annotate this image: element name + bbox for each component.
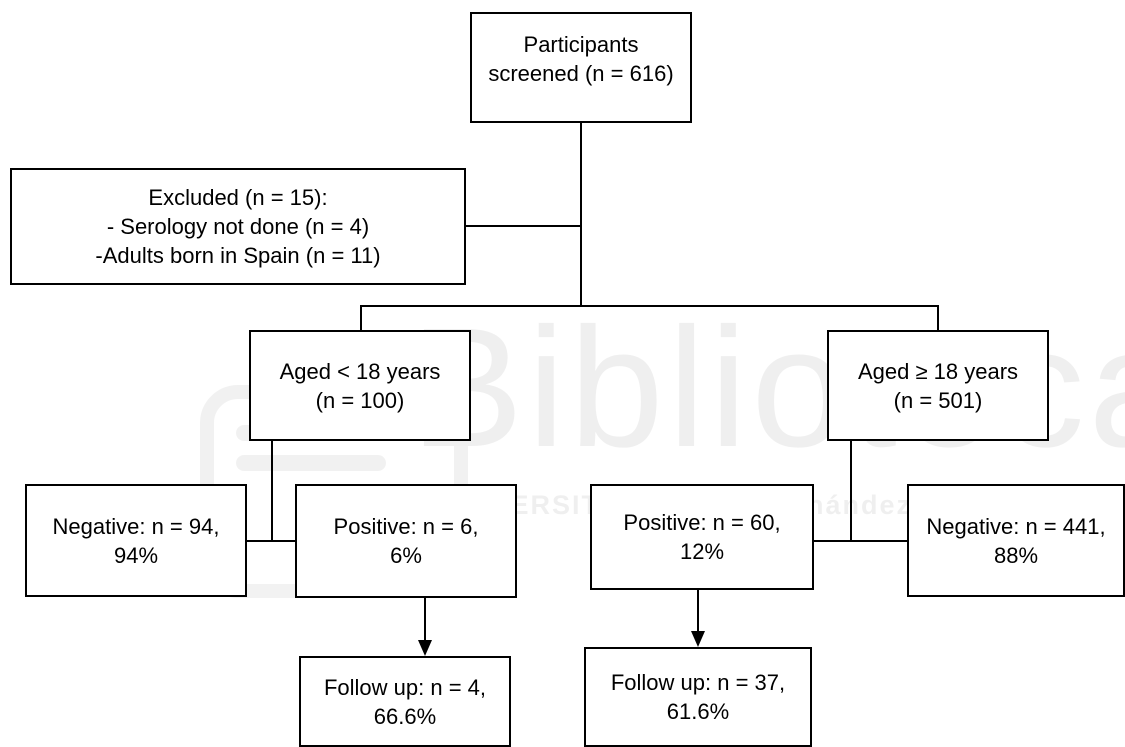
node-text-line: (n = 100) (315, 387, 405, 413)
node-follow-up-under-18: Follow up: n = 4, 66.6% (299, 656, 511, 747)
node-text-line: Follow up: n = 4, (323, 674, 487, 700)
node-text-line: Participants (523, 32, 639, 57)
connector-under-results (247, 540, 297, 542)
connector-under-down (271, 440, 273, 542)
connector-age-split (360, 305, 939, 307)
node-text-line: Excluded (n = 15): (148, 185, 328, 210)
connector-trunk (580, 122, 582, 306)
node-negative-under-18: Negative: n = 94, 94% (25, 484, 247, 597)
node-text-line: Negative: n = 441, (926, 513, 1106, 539)
arrow-under-shaft (424, 598, 426, 642)
node-aged-over-18: Aged ≥ 18 years (n = 501) (827, 330, 1049, 441)
node-text-line: 6% (390, 543, 422, 568)
connector-to-over (937, 305, 939, 332)
node-excluded: Excluded (n = 15): - Serology not done (… (10, 168, 466, 285)
node-text-line: Negative: n = 94, (52, 513, 220, 539)
node-text-line: - Serology not done (n = 4) (106, 214, 370, 239)
connector-over-down (850, 440, 852, 542)
node-aged-under-18: Aged < 18 years (n = 100) (249, 330, 471, 441)
node-positive-under-18: Positive: n = 6, 6% (295, 484, 517, 598)
node-text-line: -Adults born in Spain (n = 11) (95, 243, 381, 268)
connector-to-under (360, 305, 362, 332)
node-positive-over-18: Positive: n = 60, 12% (590, 484, 814, 590)
node-text-line: 94% (113, 542, 159, 568)
arrow-under-head-icon (418, 640, 432, 656)
connector-over-results (813, 540, 909, 542)
node-text-line: screened (n = 616) (488, 61, 674, 86)
arrow-over-head-icon (691, 631, 705, 647)
node-text-line: 12% (679, 539, 725, 564)
node-follow-up-over-18: Follow up: n = 37, 61.6% (584, 647, 812, 747)
node-text-line: Positive: n = 6, (333, 514, 479, 539)
node-text-line: (n = 501) (893, 387, 983, 413)
connector-excluded (465, 225, 582, 227)
node-text-line: Aged ≥ 18 years (857, 358, 1019, 384)
arrow-over-shaft (697, 589, 699, 633)
node-text-line: Aged < 18 years (279, 358, 441, 384)
node-text-line: 88% (993, 542, 1039, 568)
node-text-line: Follow up: n = 37, (610, 670, 786, 695)
node-negative-over-18: Negative: n = 441, 88% (907, 484, 1125, 597)
node-text-line: 61.6% (666, 699, 730, 724)
node-text-line: 66.6% (373, 703, 437, 729)
node-participants-screened: Participants screened (n = 616) (470, 12, 692, 123)
node-text-line: Positive: n = 60, (623, 510, 781, 535)
